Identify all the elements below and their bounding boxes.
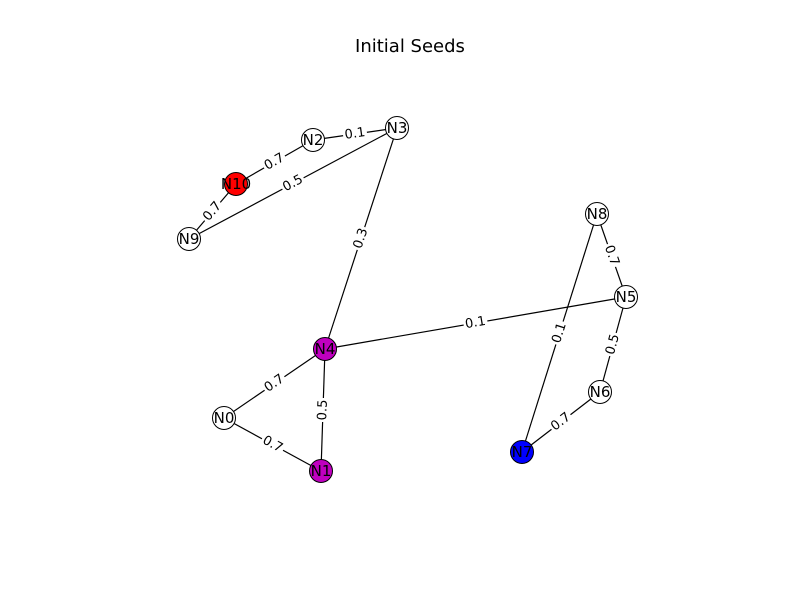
- node-N2: [301, 128, 325, 152]
- graph-title: Initial Seeds: [355, 36, 465, 57]
- node-label-N1: N1: [311, 462, 332, 480]
- edge-weight-text: 0.7: [200, 199, 225, 224]
- node-label-N8: N8: [587, 205, 608, 223]
- edge-weight-label: 0.3: [349, 224, 373, 253]
- edge-weight-label: 0.5: [278, 170, 308, 197]
- edge-weight-text: 0.7: [262, 371, 288, 395]
- edge-weight-text: 0.5: [315, 399, 331, 420]
- node-label-N7: N7: [512, 443, 533, 461]
- edge-label-background: [548, 319, 571, 347]
- node-label-N2: N2: [303, 131, 324, 149]
- node-label-N4: N4: [315, 340, 336, 358]
- node-N8: [585, 202, 609, 226]
- edge-weight-text: 0.3: [351, 226, 372, 250]
- node-label-N9: N9: [179, 230, 200, 248]
- edge-label-background: [198, 197, 227, 226]
- edge-weight-label: 0.7: [260, 149, 289, 175]
- edge-weight-label: 0.5: [314, 397, 332, 423]
- edge-weight-label: 0.5: [602, 330, 624, 359]
- node-N7: [510, 440, 534, 464]
- node-label-N5: N5: [616, 288, 637, 306]
- edge-weight-text: 0.7: [548, 410, 574, 435]
- node-N10: [224, 172, 248, 196]
- node-N9: [177, 227, 201, 251]
- edge-weight-label: 0.1: [341, 124, 369, 144]
- edge-weight-label: 0.1: [462, 313, 489, 333]
- edge-label-background: [546, 408, 576, 436]
- node-label-N3: N3: [387, 119, 408, 137]
- edge-label-background: [278, 170, 308, 197]
- edge-label-background: [341, 124, 369, 144]
- node-N4: [313, 337, 337, 361]
- edge-weight-text: 0.1: [549, 321, 570, 345]
- node-N5: [614, 285, 638, 309]
- edge-weight-label: 0.7: [599, 241, 624, 270]
- edge-label-background: [258, 431, 287, 458]
- edge-weight-label: 0.1: [548, 319, 571, 347]
- node-N6: [588, 380, 612, 404]
- node-N3: [385, 116, 409, 140]
- edge-label-background: [260, 370, 289, 397]
- edge-weight-text: 0.1: [464, 314, 487, 332]
- edge-weight-text: 0.7: [601, 243, 622, 267]
- edge-label-background: [462, 313, 489, 333]
- edge-weight-text: 0.1: [344, 125, 367, 143]
- node-label-N6: N6: [590, 383, 611, 401]
- node-N0: [212, 406, 236, 430]
- edge-weight-label: 0.7: [260, 370, 289, 397]
- edge-weight-label: 0.7: [258, 431, 287, 458]
- node-label-N0: N0: [214, 409, 235, 427]
- node-N1: [309, 459, 333, 483]
- node-label-N10: N10: [221, 175, 251, 193]
- edge-label-background: [349, 224, 373, 253]
- edge-label-background: [599, 241, 624, 270]
- edge-weight-text: 0.5: [603, 333, 623, 357]
- edge-weight-label: 0.7: [546, 408, 576, 436]
- edge-label-background: [314, 397, 332, 423]
- edge-label-background: [602, 330, 624, 359]
- edge-label-background: [260, 149, 289, 175]
